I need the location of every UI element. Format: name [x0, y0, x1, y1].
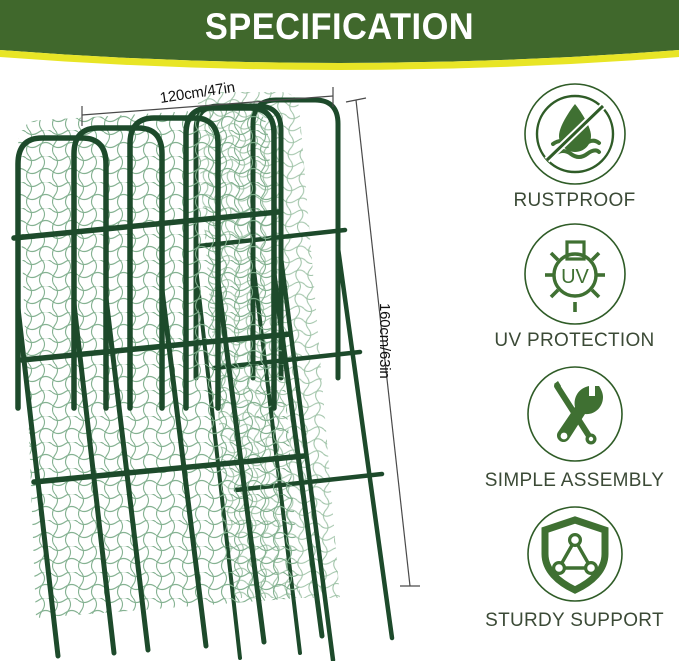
back-leg-1: [278, 255, 336, 661]
shield-support-icon: [526, 506, 623, 602]
header-banner-shape: [0, 0, 679, 70]
feature-item-rustproof: RUSTPROOF: [470, 82, 679, 212]
feature-label-rustproof: RUSTPROOF: [513, 190, 636, 211]
front-crossbar-middle: [19, 331, 293, 363]
feature-item-uv-protection: UV UV PROTECTION: [470, 222, 679, 352]
front-arch-2: [71, 125, 165, 411]
feature-label-sturdy-support: STURDY SUPPORT: [485, 610, 664, 631]
feature-label-uv-protection: UV PROTECTION: [494, 330, 655, 351]
feature-label-simple-assembly: SIMPLE ASSEMBLY: [484, 470, 665, 491]
trellis-front-panel: [11, 105, 325, 659]
header-banner: SPECIFICATION: [0, 0, 679, 78]
page-title: SPECIFICATION: [204, 6, 475, 47]
feature-item-sturdy-support: STURDY SUPPORT: [470, 502, 679, 632]
front-arch-4: [183, 105, 277, 411]
front-crossbar-upper: [11, 209, 281, 241]
product-illustration: 120cm/47in 160cm/63in: [0, 78, 470, 661]
dim-tick-height-top: [345, 97, 367, 103]
feature-list: RUSTPROOF UV UV PROTECTION: [470, 82, 679, 661]
uv-sun-icon: UV: [523, 223, 626, 325]
dimension-lines: [81, 87, 420, 587]
front-arch-3: [127, 115, 221, 411]
dim-line-height: [355, 99, 411, 587]
trellis-drawing: [11, 87, 420, 661]
header-yellow-arc: [0, 50, 679, 70]
back-leg-2: [335, 245, 395, 641]
front-arch-1: [15, 135, 109, 411]
water-drop-no-rust-icon: [523, 83, 626, 185]
wrench-screwdriver-icon: [526, 366, 623, 462]
feature-item-simple-assembly: SIMPLE ASSEMBLY: [470, 362, 679, 492]
header-green-fill: [0, 0, 679, 63]
svg-text:UV: UV: [561, 266, 589, 288]
dim-line-width: [81, 95, 334, 116]
dimension-label-height: 160cm/63in: [376, 303, 393, 379]
front-crossbar-lower: [31, 453, 307, 485]
